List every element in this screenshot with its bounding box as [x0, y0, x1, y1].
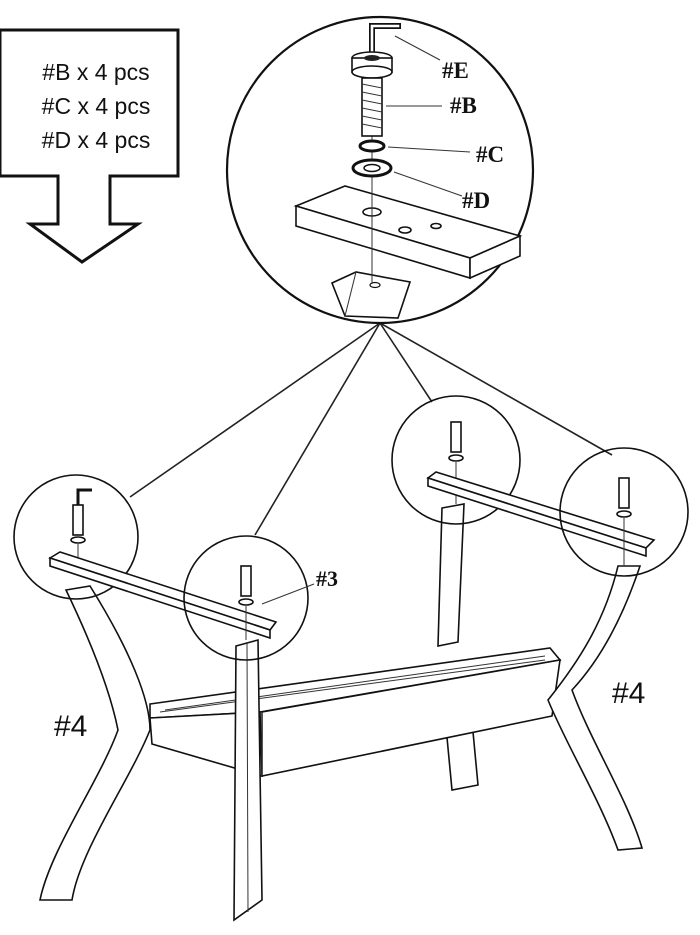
- detail-circle-center: #3: [183, 535, 338, 661]
- parts-callout: #B x 4 pcs #C x 4 pcs #D x 4 pcs: [0, 28, 180, 264]
- flat-washer-icon: [351, 158, 393, 178]
- table-frame: [39, 503, 644, 922]
- label-c: #C: [476, 142, 504, 167]
- label-rail: #3: [316, 566, 338, 591]
- label-d: #D: [462, 188, 490, 213]
- bolt-icon: [351, 51, 393, 137]
- detail-circle-left: [13, 474, 139, 600]
- zoom-lines: [129, 322, 613, 536]
- detail-circle: #E #B #C #D: [225, 15, 535, 325]
- callout-line-b: #B x 4 pcs: [42, 59, 149, 85]
- label-e: #E: [442, 58, 469, 83]
- detail-circle-back-left: [391, 395, 521, 525]
- lock-washer-icon: [358, 139, 386, 153]
- label-leg-right: #4: [612, 677, 645, 710]
- detail-circle-back-right: [559, 447, 689, 577]
- label-leg-left: #4: [54, 710, 87, 743]
- callout-arrow-shape: [0, 28, 180, 264]
- label-b: #B: [450, 93, 477, 118]
- callout-line-c: #C x 4 pcs: [42, 93, 151, 119]
- callout-line-d: #D x 4 pcs: [42, 127, 151, 153]
